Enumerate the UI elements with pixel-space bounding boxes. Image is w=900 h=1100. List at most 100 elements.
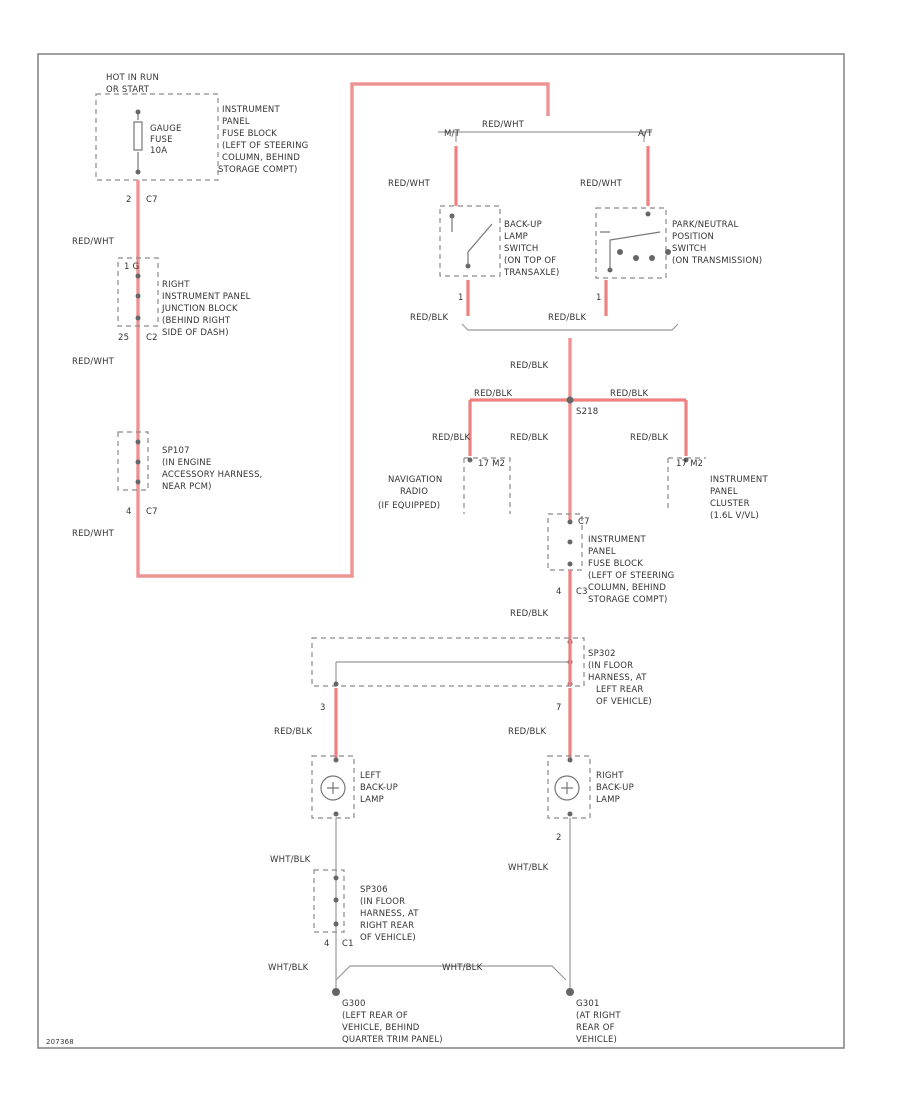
pin-25-label: 25 [118, 333, 129, 343]
switch-merge-bar [461, 323, 679, 331]
wht-blk-g-label: WHT/BLK [268, 963, 309, 973]
sp306-splice-box [313, 869, 345, 933]
c7-top-label: C7 [146, 195, 158, 205]
c2-label: C2 [146, 333, 158, 343]
ipfb2-label-6: STORAGE COMPT) [588, 595, 668, 605]
nav-label-2: RADIO [400, 487, 428, 497]
red-blk-n-label: RED/BLK [432, 433, 470, 443]
red-blk-i-label: RED/BLK [630, 433, 668, 443]
red-blk-ll-label: RED/BLK [274, 727, 312, 737]
pin-r7-label: 7 [556, 703, 562, 713]
sp302-label-5: OF VEHICLE) [596, 697, 652, 707]
red-wht-label-1: RED/WHT [72, 237, 115, 247]
bu-label-1: BACK-UP [504, 220, 542, 230]
mt-label: M/T [444, 129, 461, 139]
nav-label-3: (IF EQUIPPED) [378, 501, 440, 511]
lamps-section: LEFT BACK-UP LAMP RIGHT BACK-UP LAMP 2 [311, 755, 634, 843]
at-label: A/T [638, 129, 653, 139]
c1-label: C1 [342, 939, 354, 949]
g301-label-3: REAR OF [576, 1023, 615, 1033]
red-blk-r-label: RED/BLK [548, 313, 586, 323]
ipfb-label-1: INSTRUMENT [222, 105, 280, 115]
bu-label-3: SWITCH [504, 244, 539, 254]
s218-splice [566, 396, 574, 404]
pin-1-right-label: 1 [596, 293, 602, 303]
lbl-label-3: LAMP [360, 795, 384, 805]
red-wht-label-2: RED/WHT [72, 357, 115, 367]
red-blk-c-label: RED/BLK [510, 361, 548, 371]
c3-label: C3 [576, 587, 588, 597]
wht-blk-gm-label: WHT/BLK [442, 963, 483, 973]
ipc-pins-label: 17 M2 [676, 459, 703, 469]
red-blk-rl-label: RED/BLK [508, 727, 546, 737]
ipc-label-1: INSTRUMENT [710, 475, 768, 485]
red-blk-l-label: RED/BLK [410, 313, 448, 323]
wht-blk-r-label: WHT/BLK [508, 863, 549, 873]
bu-label-5: TRANSAXLE) [503, 268, 560, 278]
sp107-label-4: NEAR PCM) [162, 482, 212, 492]
g300-ground-icon [332, 988, 340, 996]
red-blk-s1-label: RED/BLK [474, 389, 512, 399]
red-blk-m-label: RED/BLK [510, 433, 548, 443]
pn-label-1: PARK/NEUTRAL [672, 220, 738, 230]
backup-lamp-switch-box [439, 205, 501, 277]
pin-l3-label: 3 [320, 703, 326, 713]
red-blk-d-label: RED/BLK [510, 609, 548, 619]
pn-label-2: POSITION [672, 232, 714, 242]
sp306-label-5: OF VEHICLE) [360, 933, 416, 943]
nav-label-1: NAVIGATION [388, 475, 442, 485]
pin-4-c3-label: 4 [556, 587, 562, 597]
footer-code: 207368 [46, 1038, 74, 1046]
left-backup-lamp-bulb-icon [320, 775, 346, 801]
nav-pins-label: 17 M2 [478, 459, 505, 469]
sp107-splice-box [117, 431, 149, 491]
pin-r2-label: 2 [556, 833, 562, 843]
ground-crossover-wire [335, 965, 567, 981]
ipc-label-4: (1.6L V/VL) [710, 511, 759, 521]
park-neutral-switch-box [595, 207, 667, 279]
sp107-label-1: SP107 [162, 446, 190, 456]
sp107-label-3: ACCESSORY HARNESS, [162, 470, 263, 480]
sp306-label-4: RIGHT REAR [360, 921, 414, 931]
rbl-label-1: RIGHT [596, 771, 624, 781]
g300-label-1: G300 [342, 999, 366, 1009]
c7-mid-label: C7 [146, 507, 158, 517]
rijb-label-3: JUNCTION BLOCK [161, 304, 238, 314]
sp302-label-1: SP302 [588, 649, 616, 659]
or-start-label: OR START [106, 85, 150, 95]
rijb-label-2: INSTRUMENT PANEL [162, 292, 251, 302]
ipfb-label-3: FUSE BLOCK [222, 129, 277, 139]
red-wht-top-label: RED/WHT [482, 120, 525, 130]
pin-4-c7-label: 4 [126, 507, 132, 517]
red-wht-label-3: RED/WHT [72, 529, 115, 539]
park-neutral-switch-contact [600, 231, 661, 270]
g301-label-4: VEHICLE) [576, 1035, 617, 1045]
pin-2-label: 2 [126, 195, 132, 205]
g301-label-1: G301 [576, 999, 600, 1009]
gauge-fuse-label-1: GAUGE [150, 124, 182, 134]
rijb-label-5: SIDE OF DASH) [162, 328, 229, 338]
sp306-label-1: SP306 [360, 885, 388, 895]
ipfb2-label-3: FUSE BLOCK [588, 559, 643, 569]
red-wht-r-label: RED/WHT [580, 179, 623, 189]
wht-blk-l-label: WHT/BLK [270, 855, 311, 865]
switch-section: RED/WHT M/T A/T RED/WHT RED/WHT BACK-UP … [388, 120, 762, 331]
nav-radio-box [463, 457, 511, 514]
sp107-label-2: (IN ENGINE [162, 458, 211, 468]
hot-in-run-label: HOT IN RUN [106, 73, 159, 83]
ground-section: WHT/BLK WHT/BLK SP306 (IN FLOOR HARNESS,… [268, 818, 621, 1045]
ipfb-label-5: COLUMN, BEHIND [222, 153, 300, 163]
g301-label-2: (AT RIGHT [576, 1011, 621, 1021]
ipfb2-label-4: (LEFT OF STEERING [588, 571, 674, 581]
right-backup-lamp-bulb-icon [554, 775, 580, 801]
sp302-splice-box [311, 637, 585, 687]
lbl-label-1: LEFT [360, 771, 381, 781]
left-power-feed: HOT IN RUN OR START GAUGE FUSE 10A INSTR… [72, 73, 550, 578]
sp302-label-4: LEFT REAR [596, 685, 644, 695]
ipfb2-label-2: PANEL [588, 547, 616, 557]
ipfb-label-2: PANEL [222, 117, 250, 127]
ipc-label-3: CLUSTER [710, 499, 750, 509]
ipfb-label-6: STORAGE COMPT) [218, 165, 298, 175]
sp306-label-2: (IN FLOOR [360, 897, 405, 907]
